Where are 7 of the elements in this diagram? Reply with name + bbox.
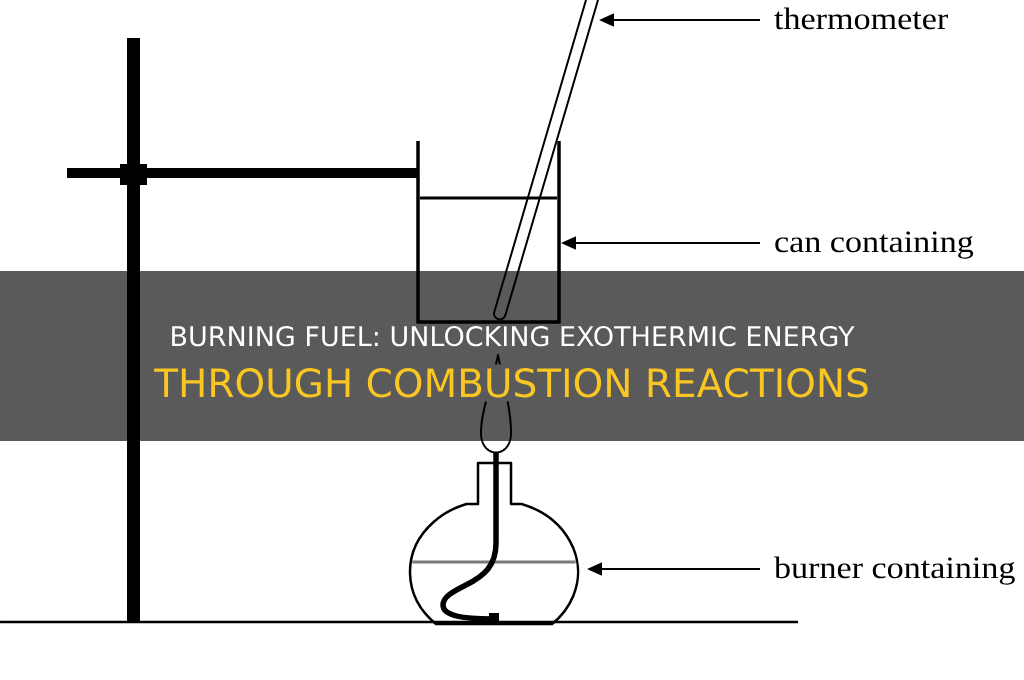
title-text: BURNING FUEL: UNLOCKING EXOTHERMIC ENERGY <box>172 325 855 347</box>
thermometer <box>493 0 599 321</box>
callout-label: thermometer <box>774 7 948 30</box>
can <box>416 141 561 324</box>
title-text: THROUGH COMBUSTION REACTIONS <box>154 368 868 398</box>
callout-label: can containing <box>775 231 974 259</box>
callout-label: burner containing <box>774 556 1015 585</box>
